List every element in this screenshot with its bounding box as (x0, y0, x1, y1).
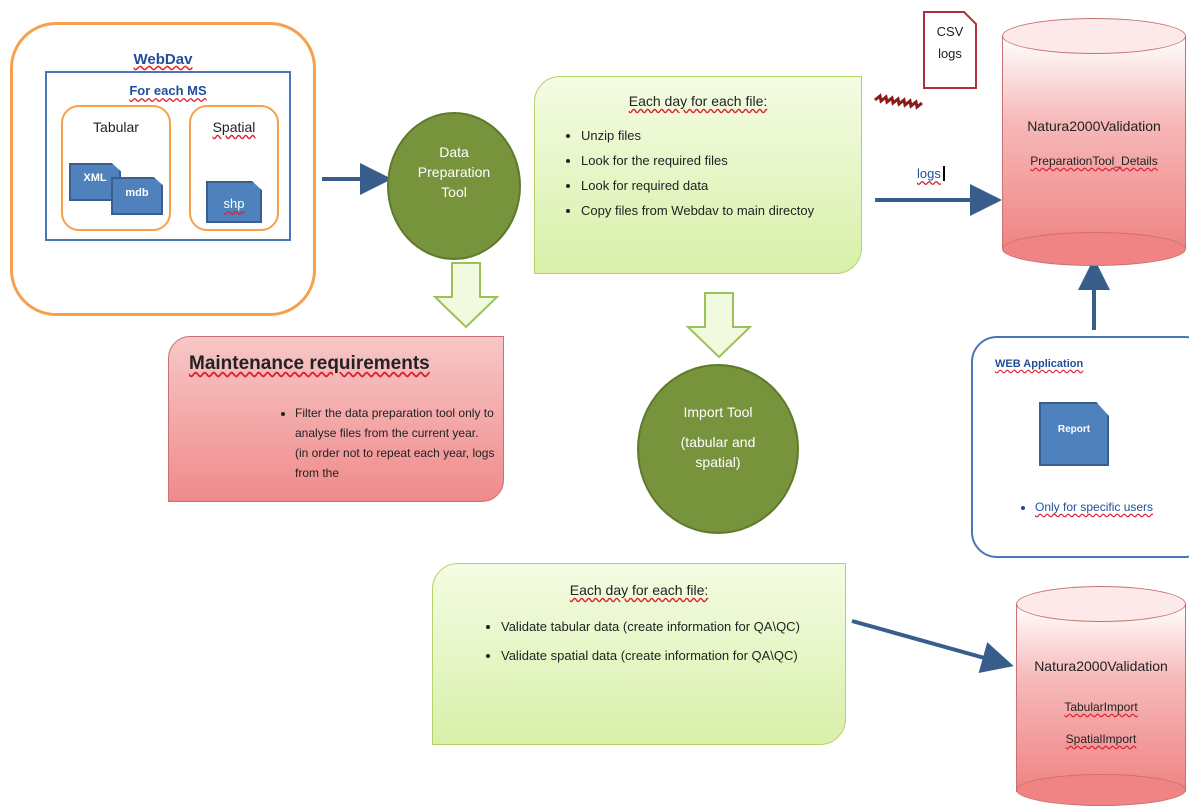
list-item: Look for the required files (581, 152, 861, 169)
daily-tasks-box-2: Each day for each file: Validate tabular… (432, 563, 846, 745)
daily-tasks-list-1: Unzip files Look for the required files … (559, 127, 861, 227)
list-item: Filter the data preparation tool only to… (295, 403, 495, 483)
webapp-list: Only for specific users (1013, 498, 1165, 524)
daily-tasks-heading-2: Each day for each file: (433, 582, 845, 598)
web-application-box: WEB Application Report Only for specific… (971, 336, 1189, 558)
maintenance-title-text: Maintenance requirements (189, 353, 430, 374)
db-import-table1: TabularImport (1016, 700, 1186, 714)
db-import-table2: SpatialImport (1016, 732, 1186, 746)
import-line2: (tabular and (680, 434, 756, 450)
squiggle-connector (874, 93, 923, 110)
report-icon: Report (1039, 402, 1109, 466)
arrow-validate-to-db (851, 619, 1014, 673)
webapp-item-text: Only for specific users (1035, 500, 1154, 514)
list-item: Validate spatial data (create informatio… (501, 647, 831, 664)
logs-doc-label: logs (938, 46, 962, 61)
logs-label: logs (917, 166, 949, 181)
data-preparation-tool-node: Data Preparation Tool (387, 112, 521, 260)
webapp-title-text: WEB Application (995, 358, 1084, 370)
data-prep-line2: Preparation (417, 164, 491, 180)
spatial-box: Spatial shp (189, 105, 279, 231)
db-import-table2-text: SpatialImport (1065, 732, 1137, 746)
maintenance-title: Maintenance requirements (189, 353, 430, 375)
list-item: Only for specific users (1035, 498, 1165, 516)
db-import-name: Natura2000Validation (1034, 658, 1168, 674)
for-each-ms-box: For each MS Tabular XML mdb Spatial shp (45, 71, 291, 241)
import-tool-node: Import Tool (tabular and spatial) (637, 364, 799, 534)
mdb-label: mdb (125, 187, 149, 199)
daily-heading-text-1: Each day for each file: (628, 93, 768, 109)
webdav-title: WebDav (133, 51, 193, 68)
data-prep-line1: Data (439, 144, 469, 160)
maintenance-requirements-box: Maintenance requirements Filter the data… (168, 336, 504, 502)
down-arrow-import (685, 292, 753, 359)
list-item: Look for required data (581, 177, 861, 194)
db-prep-table: PreparationTool_Details (1002, 154, 1186, 168)
natura2000-db-import: Natura2000Validation TabularImport Spati… (1016, 586, 1186, 808)
xml-label: XML (83, 172, 107, 184)
daily-tasks-heading-1: Each day for each file: (535, 93, 861, 109)
data-prep-line3: Tool (441, 184, 467, 200)
import-line3: spatial) (695, 454, 741, 470)
maintenance-list: Filter the data preparation tool only to… (273, 403, 495, 491)
mdb-file-icon: mdb (111, 177, 163, 215)
db-import-table1-text: TabularImport (1064, 700, 1138, 714)
for-each-ms-title: For each MS (129, 83, 207, 98)
list-item: Validate tabular data (create informatio… (501, 618, 831, 635)
shp-file-icon: shp (206, 181, 262, 223)
list-item: Unzip files (581, 127, 861, 144)
natura2000-db-preparation: Natura2000Validation PreparationTool_Det… (1002, 18, 1186, 266)
import-line1: Import Tool (683, 404, 753, 420)
document-icon (923, 11, 977, 89)
spatial-label: Spatial (212, 119, 256, 135)
webapp-title: WEB Application (995, 358, 1083, 370)
tabular-box: Tabular XML mdb (61, 105, 171, 231)
db-prep-table-text: PreparationTool_Details (1030, 154, 1158, 168)
csv-label: CSV (936, 24, 964, 39)
daily-heading-text-2: Each day for each file: (569, 582, 709, 598)
down-arrow-prep (432, 262, 500, 329)
list-item: Copy files from Webdav to main directoy (581, 202, 861, 219)
daily-tasks-box-1: Each day for each file: Unzip files Look… (534, 76, 862, 274)
db-prep-name: Natura2000Validation (1027, 118, 1161, 134)
csv-logs-document: CSV logs (922, 10, 978, 90)
webdav-container: WebDav For each MS Tabular XML mdb Spati… (10, 22, 316, 316)
logs-label-text: logs (917, 166, 941, 181)
tabular-label: Tabular (93, 119, 139, 135)
daily-tasks-list-2: Validate tabular data (create informatio… (479, 618, 831, 672)
report-label: Report (1057, 424, 1091, 435)
shp-label: shp (223, 196, 245, 211)
